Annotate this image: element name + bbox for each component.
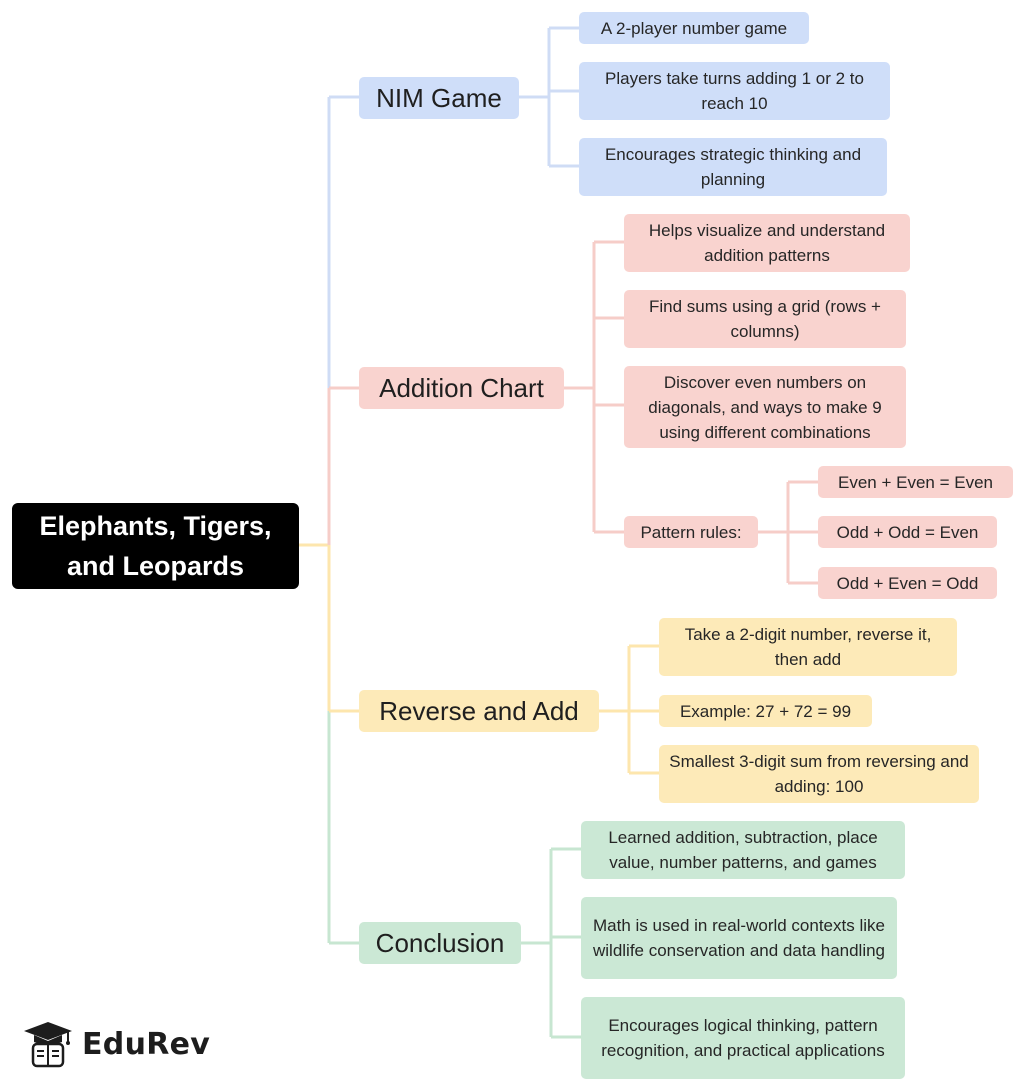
conclusion-item-3: Encourages logical thinking, pattern rec… [581, 997, 905, 1079]
addition-item-3: Discover even numbers on diagonals, and … [624, 366, 906, 448]
addition-item-2: Find sums using a grid (rows + columns) [624, 290, 906, 348]
conclusion-item-2: Math is used in real-world contexts like… [581, 897, 897, 979]
pattern-rule-2: Odd + Odd = Even [818, 516, 997, 548]
pattern-rule-1: Even + Even = Even [818, 466, 1013, 498]
nim-item-2: Players take turns adding 1 or 2 to reac… [579, 62, 890, 120]
branch-nim-game: NIM Game [359, 77, 519, 119]
branch-label: Conclusion [375, 927, 505, 958]
conclusion-item-1: Learned addition, subtraction, place val… [581, 821, 905, 879]
addition-item-pattern-rules: Pattern rules: [624, 516, 758, 548]
branch-label: NIM Game [376, 82, 502, 113]
nim-item-1: A 2-player number game [579, 12, 809, 44]
reverse-item-2: Example: 27 + 72 = 99 [659, 695, 872, 727]
branch-label: Addition Chart [379, 372, 544, 403]
branch-label: Reverse and Add [379, 695, 579, 726]
branch-addition-chart: Addition Chart [359, 367, 564, 409]
addition-item-1: Helps visualize and understand addition … [624, 214, 910, 272]
edurev-logo: EduRev [22, 1020, 210, 1068]
reverse-item-1: Take a 2-digit number, reverse it, then … [659, 618, 957, 676]
reverse-item-3: Smallest 3-digit sum from reversing and … [659, 745, 979, 803]
logo-text: EduRev [82, 1026, 211, 1062]
branch-conclusion: Conclusion [359, 922, 521, 964]
branch-reverse-and-add: Reverse and Add [359, 690, 599, 732]
root-title: Elephants, Tigers, and Leopards [39, 511, 272, 581]
nim-item-3: Encourages strategic thinking and planni… [579, 138, 887, 196]
root-node: Elephants, Tigers, and Leopards [12, 503, 299, 589]
pattern-rule-3: Odd + Even = Odd [818, 567, 997, 599]
graduation-cap-icon [24, 1022, 72, 1068]
